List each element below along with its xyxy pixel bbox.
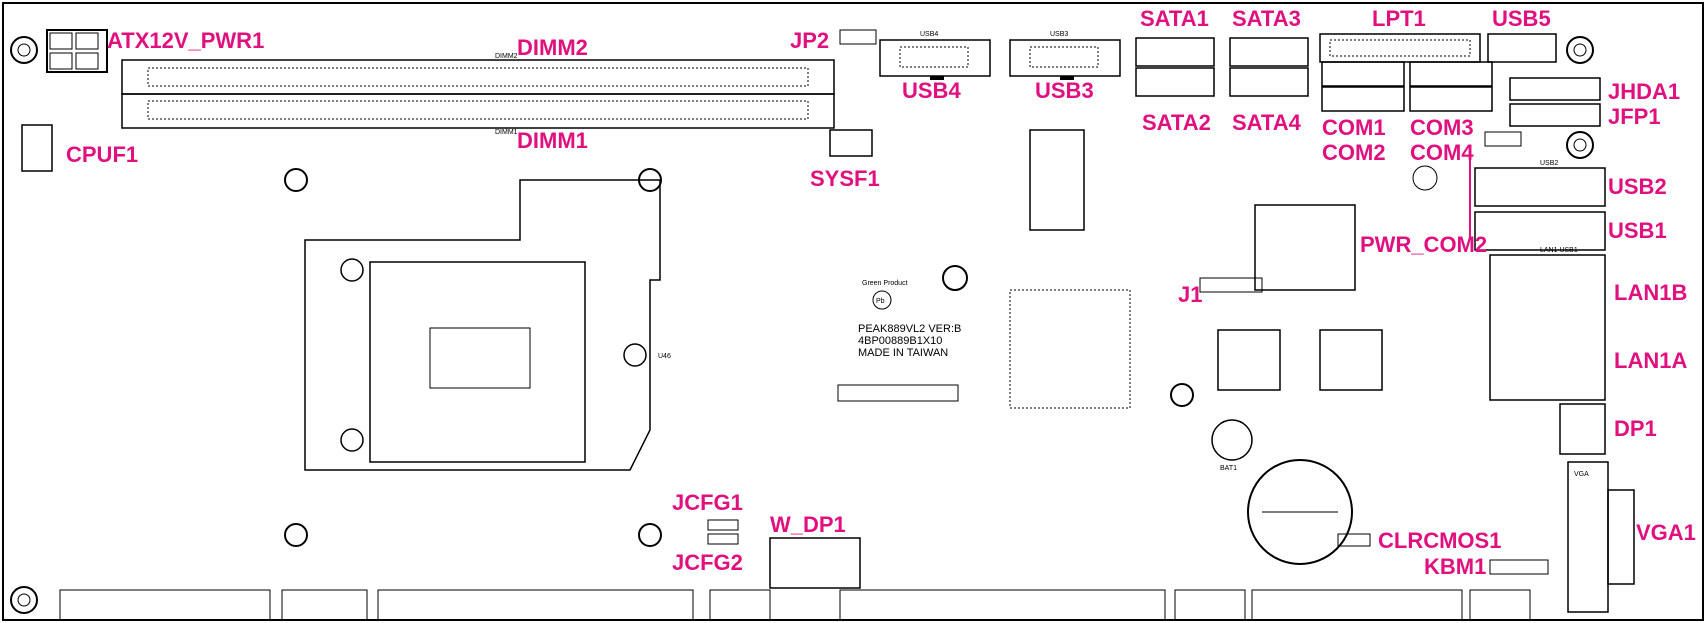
label-atx12v-pwr1: ATX12V_PWR1	[107, 28, 264, 53]
cmos-battery: BAT1	[1211, 419, 1353, 565]
label-com2: COM2	[1322, 140, 1386, 165]
label-dimm1: DIMM1	[517, 128, 588, 153]
dp1-port	[1559, 403, 1606, 455]
label-jp2: JP2	[790, 28, 829, 53]
m2-slot	[1029, 129, 1085, 231]
label-sata1: SATA1	[1140, 6, 1209, 31]
label-w-dp1: W_DP1	[770, 512, 846, 537]
label-usb4: USB4	[902, 78, 961, 103]
pwr-com2-jumper	[1484, 131, 1522, 147]
usb-headers: USB4 USB3	[879, 31, 1121, 80]
dimm2-silk: DIMM2	[495, 53, 518, 60]
usb4-silk: USB4	[920, 31, 938, 38]
dimm1-silk: DIMM1	[495, 129, 518, 136]
label-clrcmos1: CLRCMOS1	[1378, 528, 1501, 553]
label-jcfg2: JCFG2	[672, 550, 743, 575]
label-vga1: VGA1	[1636, 520, 1696, 545]
clrcmos1-jumper	[1337, 533, 1371, 547]
kbm1-header	[1489, 559, 1549, 575]
pb-silk: Pb	[876, 298, 885, 305]
label-cpuf1: CPUF1	[66, 142, 138, 167]
lan-silk: LAN1 USB1	[1540, 247, 1578, 254]
vga-port: VGA	[1567, 461, 1635, 613]
usb3-silk: USB3	[1050, 31, 1068, 38]
lan-ports: LAN1 USB1	[1489, 247, 1606, 401]
pb-free-icon	[872, 290, 892, 310]
dimm-slots: DIMM2 DIMM1	[121, 53, 835, 136]
origin-silk: MADE IN TAIWAN	[858, 347, 948, 359]
label-usb5: USB5	[1492, 6, 1551, 31]
sysf1-fan-header	[829, 129, 873, 157]
u46-silk: U46	[658, 353, 671, 360]
label-sata2: SATA2	[1142, 110, 1211, 135]
pcie-edge-connector	[59, 589, 1531, 621]
label-usb3: USB3	[1035, 78, 1094, 103]
label-com3: COM3	[1410, 115, 1474, 140]
cpuf1-fan-header	[21, 124, 53, 172]
label-usb2: USB2	[1608, 174, 1667, 199]
label-pwr-com2: PWR_COM2	[1360, 232, 1487, 257]
label-lan1b: LAN1B	[1614, 280, 1687, 305]
label-sysf1: SYSF1	[810, 166, 880, 191]
label-kbm1: KBM1	[1424, 554, 1486, 579]
lan-controller-chip-2	[1319, 329, 1383, 391]
label-sata3: SATA3	[1232, 6, 1301, 31]
jp2-jumper	[839, 29, 877, 45]
rear-usb-ports: USB2	[1474, 160, 1606, 251]
green-product-silk: Green Product	[862, 280, 908, 287]
label-lpt1: LPT1	[1372, 6, 1426, 31]
label-usb1: USB1	[1608, 218, 1667, 243]
label-dp1: DP1	[1614, 416, 1657, 441]
label-com4: COM4	[1410, 140, 1474, 165]
label-lan1a: LAN1A	[1614, 348, 1687, 373]
pch-chip	[1009, 289, 1131, 409]
j1-connector	[1199, 277, 1263, 293]
usb2-silk: USB2	[1540, 160, 1558, 167]
jcfg2-jumper	[707, 533, 739, 545]
label-dimm2: DIMM2	[517, 35, 588, 60]
com-headers	[1321, 61, 1493, 112]
label-j1: J1	[1178, 282, 1202, 307]
label-area	[837, 384, 959, 402]
mounting-holes	[10, 36, 1594, 614]
super-io-chip	[1254, 204, 1356, 291]
label-jfp1: JFP1	[1608, 104, 1661, 129]
jcfg1-jumper	[707, 519, 739, 531]
vga-silk: VGA	[1574, 471, 1589, 478]
label-com1: COM1	[1322, 115, 1386, 140]
label-sata4: SATA4	[1232, 110, 1302, 135]
sata-connectors	[1135, 37, 1309, 97]
atx12v-power-connector	[46, 29, 108, 73]
w-dp1-connector	[769, 537, 861, 589]
label-jcfg1: JCFG1	[672, 490, 743, 515]
part-number-silk: 4BP00889B1X10	[858, 335, 942, 347]
front-panel-headers	[1509, 77, 1601, 127]
bat-silk: BAT1	[1220, 465, 1237, 472]
label-jhda1: JHDA1	[1608, 79, 1680, 104]
cpu-socket: U46	[304, 179, 671, 471]
usb5-connector	[1487, 33, 1557, 63]
lan-controller-chip-1	[1217, 329, 1281, 391]
model-silk: PEAK889VL2 VER:B	[858, 323, 961, 335]
